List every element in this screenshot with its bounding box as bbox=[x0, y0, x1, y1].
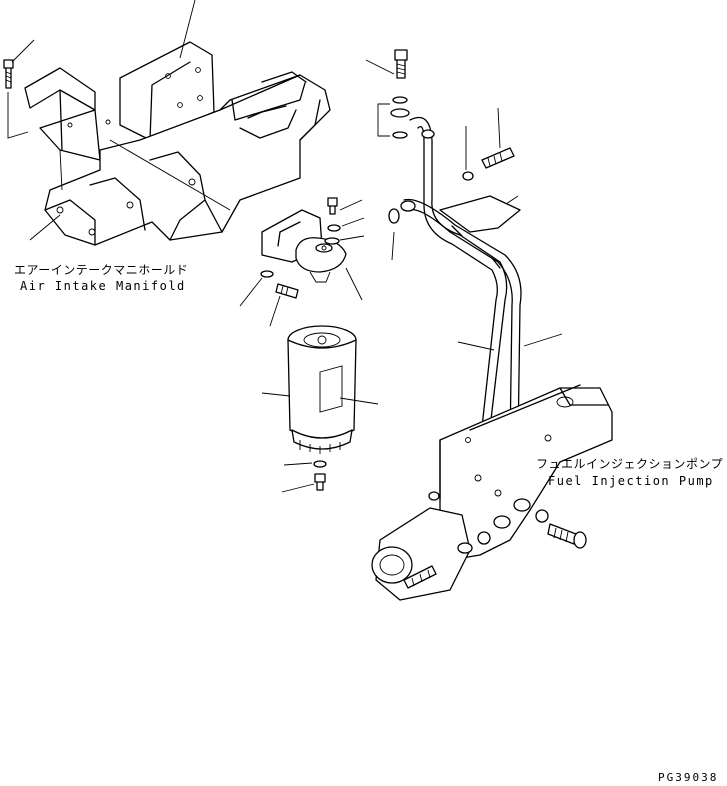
fuel-pipes bbox=[388, 107, 529, 541]
banjo-bolt-set bbox=[324, 49, 410, 245]
air-intake-label-en: Air Intake Manifold bbox=[20, 279, 186, 293]
fuel-pump-label-en: Fuel Injection Pump bbox=[548, 474, 714, 488]
fuel-pump-label-jp: フュエルインジェクションポンプ bbox=[536, 457, 723, 471]
air-intake-manifold bbox=[3, 41, 331, 246]
drawing-code: PG39038 bbox=[658, 771, 718, 784]
air-intake-label-jp: エアーインテークマニホールド bbox=[14, 263, 188, 277]
fuel-filter bbox=[287, 325, 357, 491]
fuel-filter-head bbox=[260, 209, 347, 299]
fuel-injection-pump bbox=[371, 384, 613, 601]
